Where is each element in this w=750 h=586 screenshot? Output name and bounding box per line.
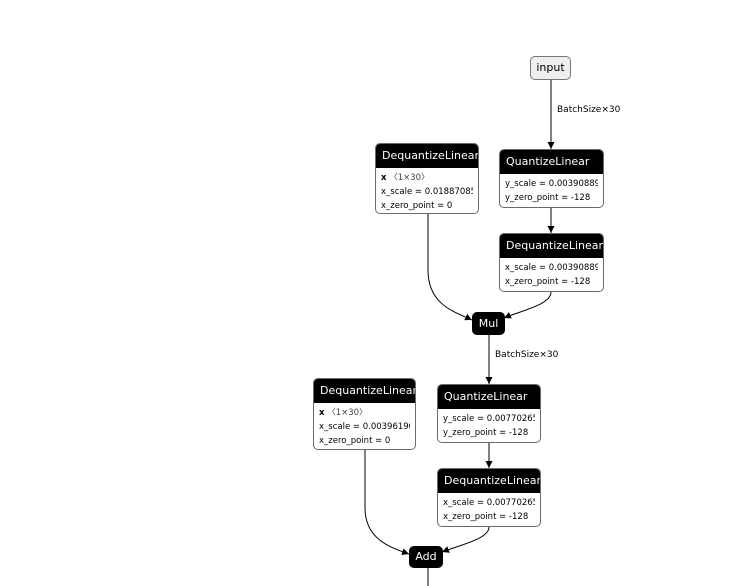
input-x-name: x xyxy=(381,173,387,183)
x-scale-attr: x_scale = 0.00396190... xyxy=(319,422,410,432)
node-title: QuantizeLinear xyxy=(438,385,540,409)
node-attributes: x_scale = 0.00390889... x_zero_point = -… xyxy=(500,258,603,291)
input-x-row: x 〈1×30〉 xyxy=(319,406,410,420)
node-title: DequantizeLinear xyxy=(500,234,603,258)
dequantize-linear-node-right-top[interactable]: DequantizeLinear x_scale = 0.00390889...… xyxy=(499,233,604,292)
edge-dequantize-left-to-mul xyxy=(427,214,473,321)
add-node[interactable]: Add xyxy=(409,546,443,568)
node-attributes: x 〈1×30〉 x_scale = 0.00396190... x_zero_… xyxy=(314,403,415,449)
node-attributes: x 〈1×30〉 x_scale = 0.01887085... x_zero_… xyxy=(376,168,478,213)
mul-node-label: Mul xyxy=(478,317,499,330)
input-node[interactable]: input xyxy=(530,56,571,80)
input-node-label: input xyxy=(536,61,565,74)
x-zero-point-attr: x_zero_point = 0 xyxy=(319,436,391,446)
node-attributes: x_scale = 0.00770265... x_zero_point = -… xyxy=(438,493,540,526)
dequantize-linear-node-right-bottom[interactable]: DequantizeLinear x_scale = 0.00770265...… xyxy=(437,468,541,527)
y-zero-point-attr: y_zero_point = -128 xyxy=(505,193,591,203)
edge-dequantize-right-to-mul xyxy=(503,291,552,319)
dequantize-linear-node-left-top[interactable]: DequantizeLinear x 〈1×30〉 x_scale = 0.01… xyxy=(375,143,479,214)
edge-label-mul-shape: BatchSize×30 xyxy=(495,350,559,360)
node-attributes: y_scale = 0.00390889... y_zero_point = -… xyxy=(500,174,603,207)
x-zero-point-attr: x_zero_point = -128 xyxy=(505,277,591,287)
node-title: DequantizeLinear xyxy=(438,469,540,493)
edge-dequantize-left-to-add xyxy=(364,450,410,555)
input-x-shape: 〈1×30〉 xyxy=(327,408,368,418)
y-zero-point-attr: y_zero_point = -128 xyxy=(443,428,529,438)
node-attributes: y_scale = 0.00770265... y_zero_point = -… xyxy=(438,409,540,442)
input-x-name: x xyxy=(319,408,325,418)
node-title: QuantizeLinear xyxy=(500,150,603,174)
edge-label-input-shape: BatchSize×30 xyxy=(557,105,621,115)
x-scale-attr: x_scale = 0.00390889... xyxy=(505,263,598,273)
add-node-label: Add xyxy=(415,550,437,563)
input-x-shape: 〈1×30〉 xyxy=(389,173,430,183)
mul-node[interactable]: Mul xyxy=(472,312,505,335)
quantize-linear-node-top[interactable]: QuantizeLinear y_scale = 0.00390889... y… xyxy=(499,149,604,208)
dequantize-linear-node-left-bottom[interactable]: DequantizeLinear x 〈1×30〉 x_scale = 0.00… xyxy=(313,378,416,450)
node-title: DequantizeLinear xyxy=(376,144,478,168)
edge-dequantize-right-to-add xyxy=(441,526,490,553)
x-scale-attr: x_scale = 0.00770265... xyxy=(443,498,535,508)
y-scale-attr: y_scale = 0.00390889... xyxy=(505,179,598,189)
y-scale-attr: y_scale = 0.00770265... xyxy=(443,414,535,424)
x-zero-point-attr: x_zero_point = 0 xyxy=(381,201,453,211)
x-zero-point-attr: x_zero_point = -128 xyxy=(443,512,529,522)
quantize-linear-node-bottom[interactable]: QuantizeLinear y_scale = 0.00770265... y… xyxy=(437,384,541,443)
x-scale-attr: x_scale = 0.01887085... xyxy=(381,187,473,197)
input-x-row: x 〈1×30〉 xyxy=(381,171,473,185)
node-title: DequantizeLinear xyxy=(314,379,415,403)
